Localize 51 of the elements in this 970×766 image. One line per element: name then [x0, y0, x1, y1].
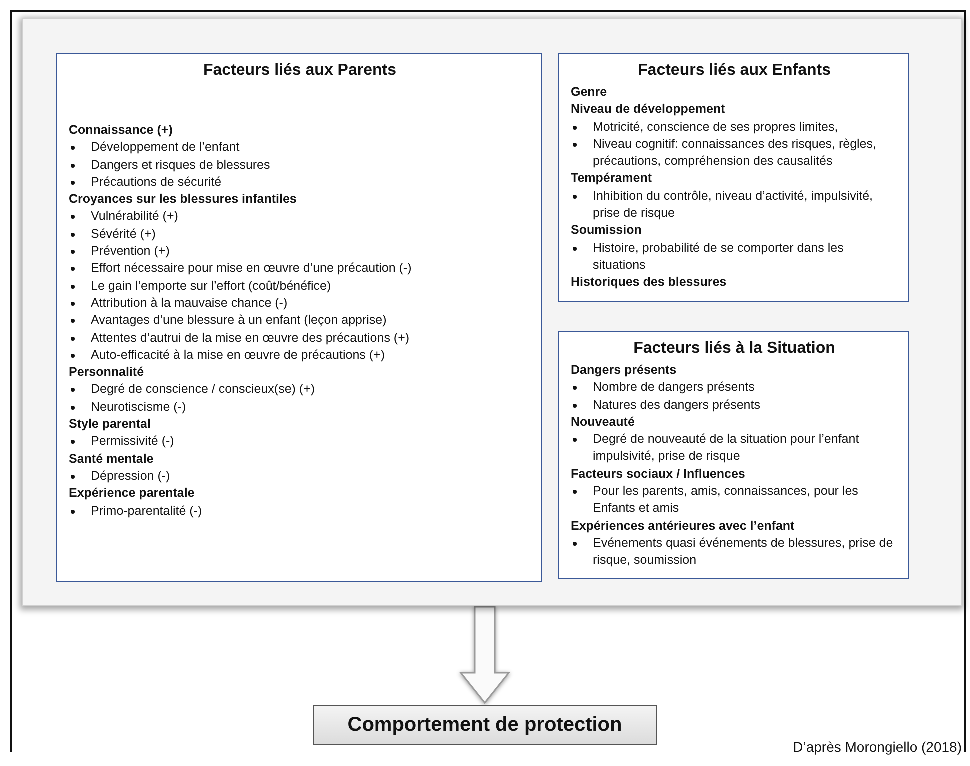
bullet-item: Natures des dangers présents: [571, 396, 898, 414]
category-heading: Croyances sur les blessures infantiles: [69, 191, 298, 208]
bullet-item: Effort nécessaire pour mise en œuvre d’une précaution (-): [69, 260, 531, 278]
factor-box: [558, 53, 909, 302]
source-caption: D’après Morongiello (2018): [793, 739, 962, 755]
block-arrow: [459, 606, 511, 704]
category-heading: Tempérament: [571, 170, 654, 188]
bullet-item: Prévention (+): [69, 243, 531, 260]
bullet-item: Pour les parents, amis, connaissances, pour les Enfants et amis: [571, 483, 898, 518]
category-heading: Dangers présents: [571, 362, 678, 379]
bullet-item: Permissivité (-): [69, 433, 531, 451]
bullet-item: Degré de nouveauté de la situation pour l’enfant impulsivité, prise de risque: [571, 431, 898, 466]
category-heading: Santé mentale: [69, 450, 155, 468]
bullet-item: Avantages d’une blessure à un enfant (leçon apprise): [69, 312, 531, 330]
bullet-item: Le gain l’emporte sur l’effort (coût/bénéfice): [69, 278, 531, 295]
bullet-item: Evénements quasi événements de blessures, prise de risque, soumission: [571, 534, 898, 570]
category-heading: Soumission: [571, 222, 643, 240]
bullet-item: Développement de l’enfant: [69, 139, 531, 157]
box-heading: Facteurs liés aux Enfants: [637, 61, 832, 81]
category-heading: Niveau de développement: [571, 101, 726, 118]
bullet-item: Histoire, probabilité de se comporter dans les situations: [571, 240, 898, 274]
bullet-item: Nombre de dangers présents: [571, 379, 898, 397]
bullet-item: Inhibition du contrôle, niveau d’activité, impulsivité, prise de risque: [571, 188, 898, 222]
category-heading: Genre: [571, 84, 608, 101]
category-heading: Expériences antérieures avec l’enfant: [571, 518, 796, 535]
bullet-item: Attribution à la mauvaise chance (-): [69, 294, 531, 312]
factor-box: [56, 53, 542, 582]
bullet-item: Primo-parentalité (-): [69, 502, 531, 520]
bullet-item: Vulnérabilité (+): [69, 208, 531, 226]
bullet-item: Attentes d’autrui de la mise en œuvre des précautions (+): [69, 330, 531, 347]
bullet-item: Degré de conscience / conscieux(se) (+): [69, 381, 531, 399]
category-heading: Expérience parentale: [69, 485, 196, 502]
category-heading: Historiques des blessures: [571, 274, 728, 292]
panel-background: [22, 18, 962, 606]
category-heading: Connaissance (+): [69, 122, 174, 139]
category-heading: Nouveauté: [571, 414, 636, 431]
bullet-item: Neurotiscisme (-): [69, 398, 531, 416]
box-heading: Facteurs liés à la Situation: [632, 339, 836, 359]
bullet-item: Dépression (-): [69, 468, 531, 486]
outcome-box: Comportement de protection: [313, 705, 657, 745]
bullet-item: Niveau cognitif: connaissances des risques, règles, précautions, compréhension des causalités: [571, 136, 898, 170]
category-heading: Personnalité: [69, 364, 146, 382]
bullet-item: Sévérité (+): [69, 226, 531, 244]
bullet-item: Précautions de sécurité: [69, 174, 531, 192]
category-heading: Facteurs sociaux / Influences: [571, 466, 746, 483]
category-heading: Style parental: [69, 416, 152, 434]
bullet-item: Auto-efficacité à la mise en œuvre de précautions (+): [69, 346, 531, 364]
bullet-item: Dangers et risques de blessures: [69, 156, 531, 174]
factor-box: [558, 331, 909, 579]
box-heading: Facteurs liés aux Parents: [202, 61, 398, 81]
bullet-item: Motricité, conscience de ses propres limites,: [571, 118, 898, 136]
